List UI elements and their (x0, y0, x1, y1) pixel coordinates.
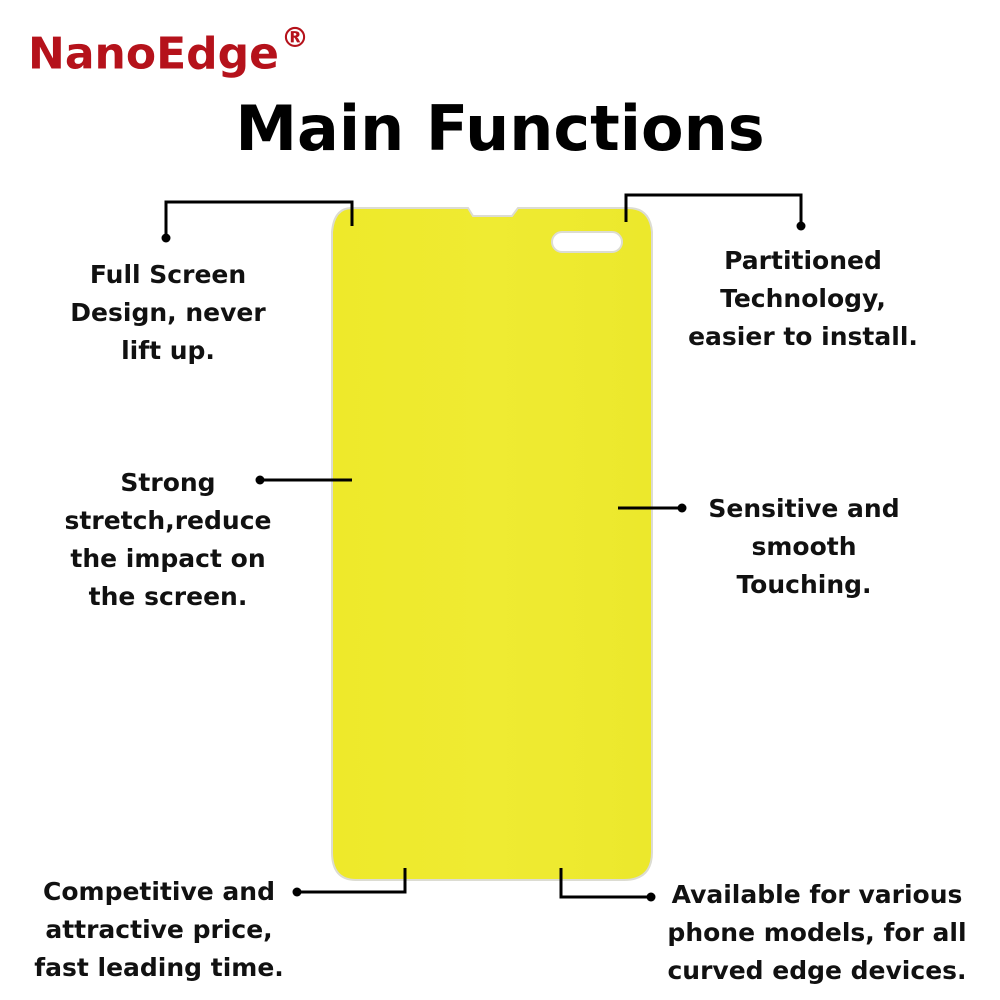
feature-partitioned: Partitioned Technology, easier to instal… (668, 242, 938, 356)
feature-line: easier to install. (688, 322, 918, 351)
feature-line: Available for various (671, 880, 963, 909)
feature-line: phone models, for all (667, 918, 967, 947)
feature-line: Technology, (720, 284, 886, 313)
feature-full-screen: Full Screen Design, never lift up. (40, 256, 296, 370)
connector-sensitive (618, 503, 687, 513)
feature-line: stretch,reduce (64, 506, 272, 535)
brand-name: NanoEdge (28, 28, 279, 80)
feature-line: smooth (751, 532, 857, 561)
feature-line: lift up. (121, 336, 215, 365)
connector-available (559, 868, 656, 902)
camera-cutout (551, 231, 623, 253)
screen-protector-film (331, 207, 653, 881)
connector-strong-stretch (255, 475, 352, 485)
brand-logo: NanoEdge® (28, 24, 309, 80)
feature-line: curved edge devices. (667, 956, 967, 985)
feature-line: the impact on (70, 544, 266, 573)
page-title: Main Functions (235, 92, 765, 165)
feature-line: Touching. (736, 570, 872, 599)
feature-line: fast leading time. (34, 953, 284, 982)
feature-available: Available for various phone models, for … (640, 876, 994, 990)
feature-competitive: Competitive and attractive price, fast l… (14, 873, 304, 987)
feature-line: attractive price, (45, 915, 273, 944)
feature-line: Strong (120, 468, 216, 497)
connector-partitioned (624, 193, 806, 231)
feature-line: the screen. (88, 582, 248, 611)
feature-line: Full Screen (89, 260, 247, 289)
connector-competitive (292, 868, 407, 897)
feature-strong-stretch: Strong stretch,reduce the impact on the … (40, 464, 296, 616)
connector-full-screen (161, 200, 354, 243)
feature-line: Design, never (70, 298, 266, 327)
registered-mark: ® (280, 21, 309, 54)
feature-line: Partitioned (724, 246, 882, 275)
feature-line: Competitive and (43, 877, 275, 906)
feature-sensitive: Sensitive and smooth Touching. (692, 490, 916, 604)
feature-line: Sensitive and (708, 494, 900, 523)
